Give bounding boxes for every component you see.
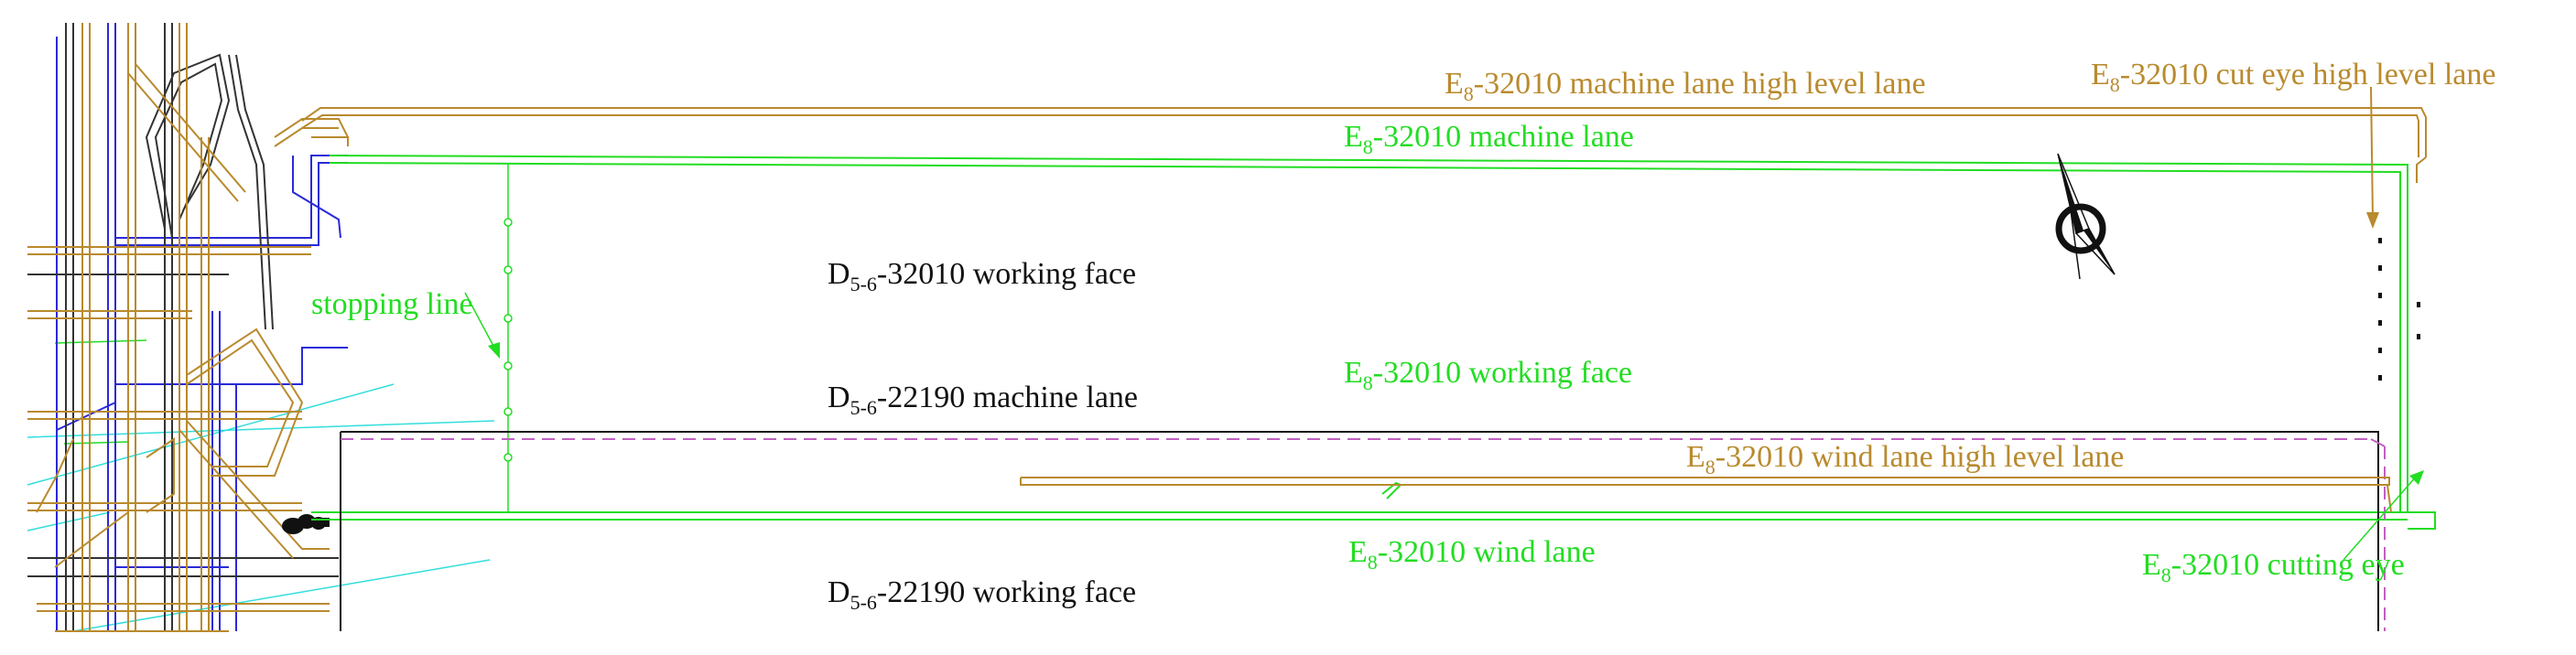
label-machine-high-level-lane: E8-32010 machine lane high level lane	[1445, 67, 1926, 105]
cutting-eye-pointer	[2343, 470, 2424, 561]
brown-roadways	[27, 23, 349, 632]
junction-blobs	[282, 514, 330, 534]
label-stopping-line: stopping line	[311, 287, 473, 321]
label-cut-eye-high-level-lane: E8-32010 cut eye high level lane	[2091, 58, 2495, 96]
cut-eye-arrow	[2366, 86, 2420, 381]
left-green-lines	[54, 339, 147, 445]
north-arrow-icon	[2055, 153, 2116, 280]
wind-lane-high-level-lane	[1020, 477, 2392, 513]
label-e-32010-working-face: E8-32010 working face	[1344, 356, 1632, 394]
label-d-32010-working-face: D5-6-32010 working face	[828, 257, 1136, 295]
label-machine-lane: E8-32010 machine lane	[1344, 120, 1634, 158]
stopping-line-pointer	[464, 292, 500, 359]
cyan-lines	[27, 383, 495, 632]
machine-lane-high-level-lane	[301, 107, 2427, 183]
wind-lane	[311, 481, 2436, 530]
stopping-line	[503, 163, 513, 512]
label-cutting-eye: E8-32010 cutting eye	[2142, 548, 2405, 586]
machine-lane	[329, 155, 2408, 512]
labels: E8-32010 machine lane high level lane E8…	[311, 58, 2495, 614]
label-d-22190-machine-lane: D5-6-22190 machine lane	[828, 381, 1138, 419]
label-d-22190-working-face: D5-6-22190 working face	[828, 575, 1136, 614]
left-tunnel-network	[27, 23, 495, 632]
label-wind-lane: E8-32010 wind lane	[1348, 535, 1596, 574]
label-wind-lane-high-level-lane: E8-32010 wind lane high level lane	[1686, 440, 2124, 478]
black-roadways	[27, 23, 339, 631]
